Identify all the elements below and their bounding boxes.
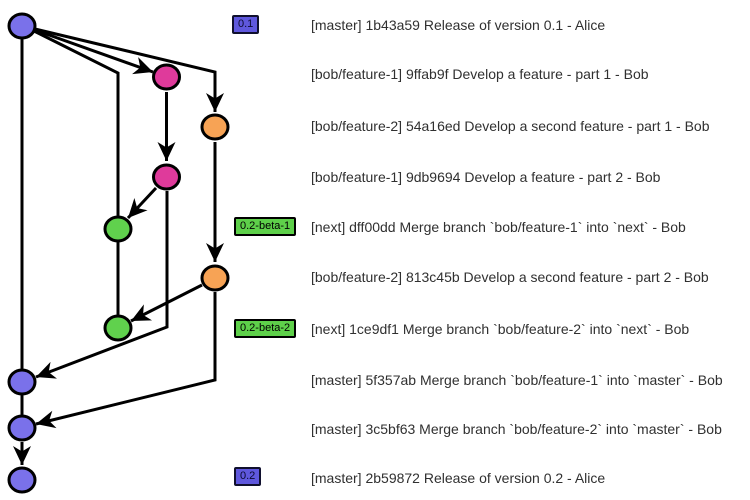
commit-message-54a16ed: [bob/feature-2] 54a16ed Develop a second… [311, 118, 710, 134]
commit-node-dff00dd [103, 215, 133, 243]
commit-node-9db9694 [152, 163, 181, 191]
tag-0.2: 0.2 [234, 467, 262, 486]
commit-message-3c5bf63: [master] 3c5bf63 Merge branch `bob/featu… [311, 421, 722, 437]
commit-message-dff00dd: [next] dff00dd Merge branch `bob/feature… [311, 219, 686, 235]
commit-node-3c5bf63 [7, 414, 37, 442]
commit-nodes [7, 12, 230, 494]
commit-node-9ffab9f [152, 63, 181, 91]
commit-node-813c45b [200, 264, 230, 292]
edge-1b43a59-dff00dd [33, 29, 120, 222]
commit-message-9ffab9f: [bob/feature-1] 9ffab9f Develop a featur… [311, 66, 649, 82]
commit-node-1ce9df1 [103, 314, 133, 342]
commit-node-1b43a59 [7, 12, 37, 40]
tag-0.2-beta-1: 0.2-beta-1 [234, 217, 297, 236]
commit-message-5f357ab: [master] 5f357ab Merge branch `bob/featu… [311, 372, 723, 388]
edge-9db9694-dff00dd [126, 186, 158, 220]
edge-813c45b-1ce9df1 [130, 283, 203, 323]
commit-edges [13, 27, 224, 465]
edge-9db9694-5f357ab [35, 191, 169, 379]
commit-message-9db9694: [bob/feature-1] 9db9694 Develop a featur… [311, 169, 661, 185]
commit-node-5f357ab [7, 368, 37, 396]
commit-message-1b43a59: [master] 1b43a59 Release of version 0.1 … [311, 17, 606, 33]
edge-1b43a59-54a16ed [34, 27, 224, 112]
commit-message-813c45b: [bob/feature-2] 813c45b Develop a second… [311, 269, 709, 285]
commit-node-54a16ed [200, 113, 230, 141]
tag-0.2-beta-2: 0.2-beta-2 [234, 319, 297, 338]
edge-1b43a59-9ffab9f [34, 28, 154, 75]
tag-0.1: 0.1 [232, 15, 260, 34]
commit-message-1ce9df1: [next] 1ce9df1 Merge branch `bob/feature… [311, 321, 690, 337]
edge-813c45b-3c5bf63 [35, 292, 217, 429]
commit-message-2b59872: [master] 2b59872 Release of version 0.2 … [311, 470, 606, 486]
commit-node-2b59872 [7, 466, 37, 494]
